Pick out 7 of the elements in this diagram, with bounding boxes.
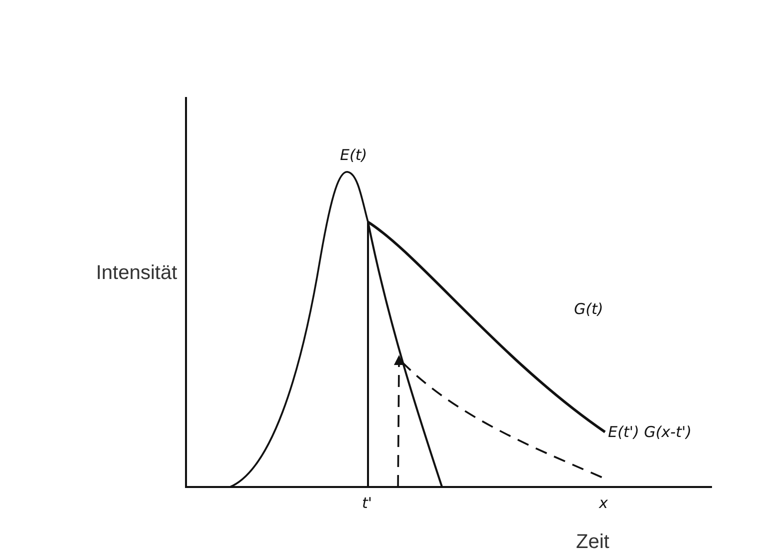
tick-label: t' [362,496,372,511]
tick-label: x [599,496,608,511]
axis-label: Intensität [96,263,178,283]
axis-label: Zeit [576,532,610,552]
curve-label: E(t') G(x-t') [608,425,692,440]
curve-label: G(t) [574,302,604,317]
curve-label: E(t) [340,148,368,163]
